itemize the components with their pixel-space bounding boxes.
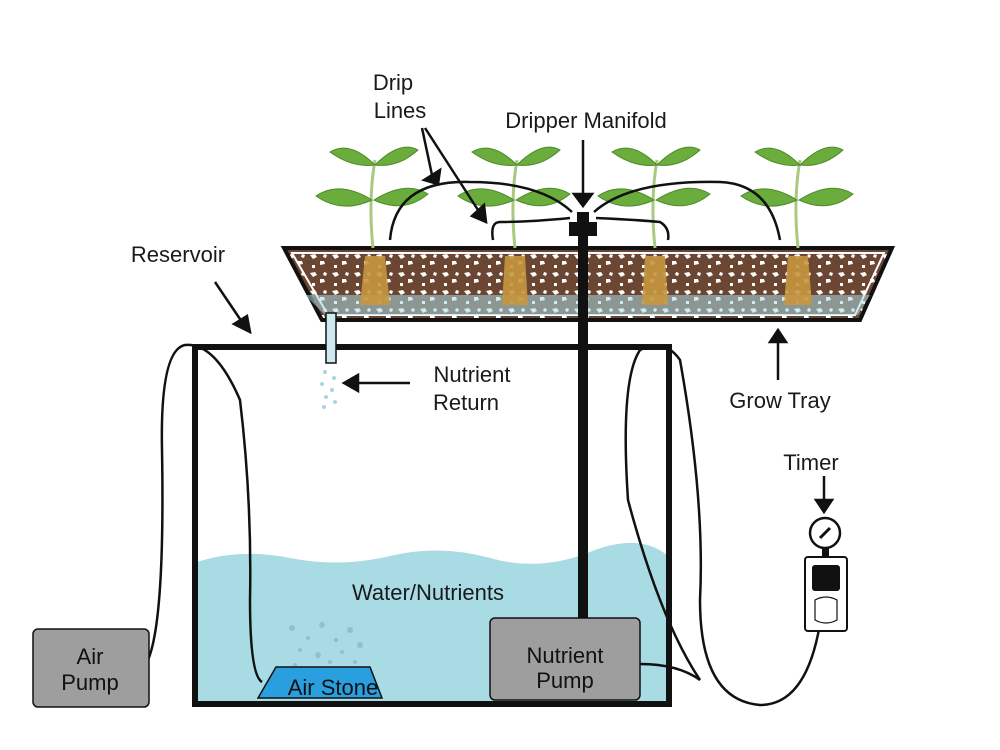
power-cord [624, 344, 824, 707]
drip-lines [388, 180, 782, 241]
reservoir-tank [192, 344, 672, 707]
dripper-manifold-label: Dripper Manifold [505, 108, 666, 133]
grow-tray-label: Grow Tray [729, 388, 830, 413]
nutrient-pump-label-1: Nutrient [526, 643, 603, 668]
drip-lines-label-1: Drip [373, 70, 413, 95]
air-bubbles [289, 622, 363, 667]
nutrient-return-label-1: Nutrient [433, 362, 510, 387]
dripper-manifold [569, 222, 597, 236]
nutrient-pump-label-2: Pump [536, 668, 593, 693]
label-arrows [213, 127, 835, 515]
nutrient-return-pipe [325, 312, 337, 364]
nutrient-pump [489, 617, 641, 701]
reservoir-label: Reservoir [131, 242, 225, 267]
drip-lines-label-2: Lines [374, 98, 427, 123]
plant-4 [740, 146, 854, 249]
air-stone [256, 666, 384, 699]
plant-1 [315, 146, 429, 249]
timer-device [804, 516, 848, 632]
plant-3 [597, 146, 711, 249]
air-pump [32, 628, 150, 708]
air-pump-label-2: Pump [61, 670, 118, 695]
air-stone-label: Air Stone [288, 675, 379, 700]
air-pump-label-1: Air [77, 644, 104, 669]
nutrient-return-label-2: Return [433, 390, 499, 415]
return-drops [320, 370, 337, 409]
air-line [146, 343, 263, 684]
feed-pipe [578, 236, 588, 618]
plant-roots [360, 256, 812, 305]
timer-label: Timer [783, 450, 838, 475]
water-nutrients-label: Water/Nutrients [352, 580, 504, 605]
